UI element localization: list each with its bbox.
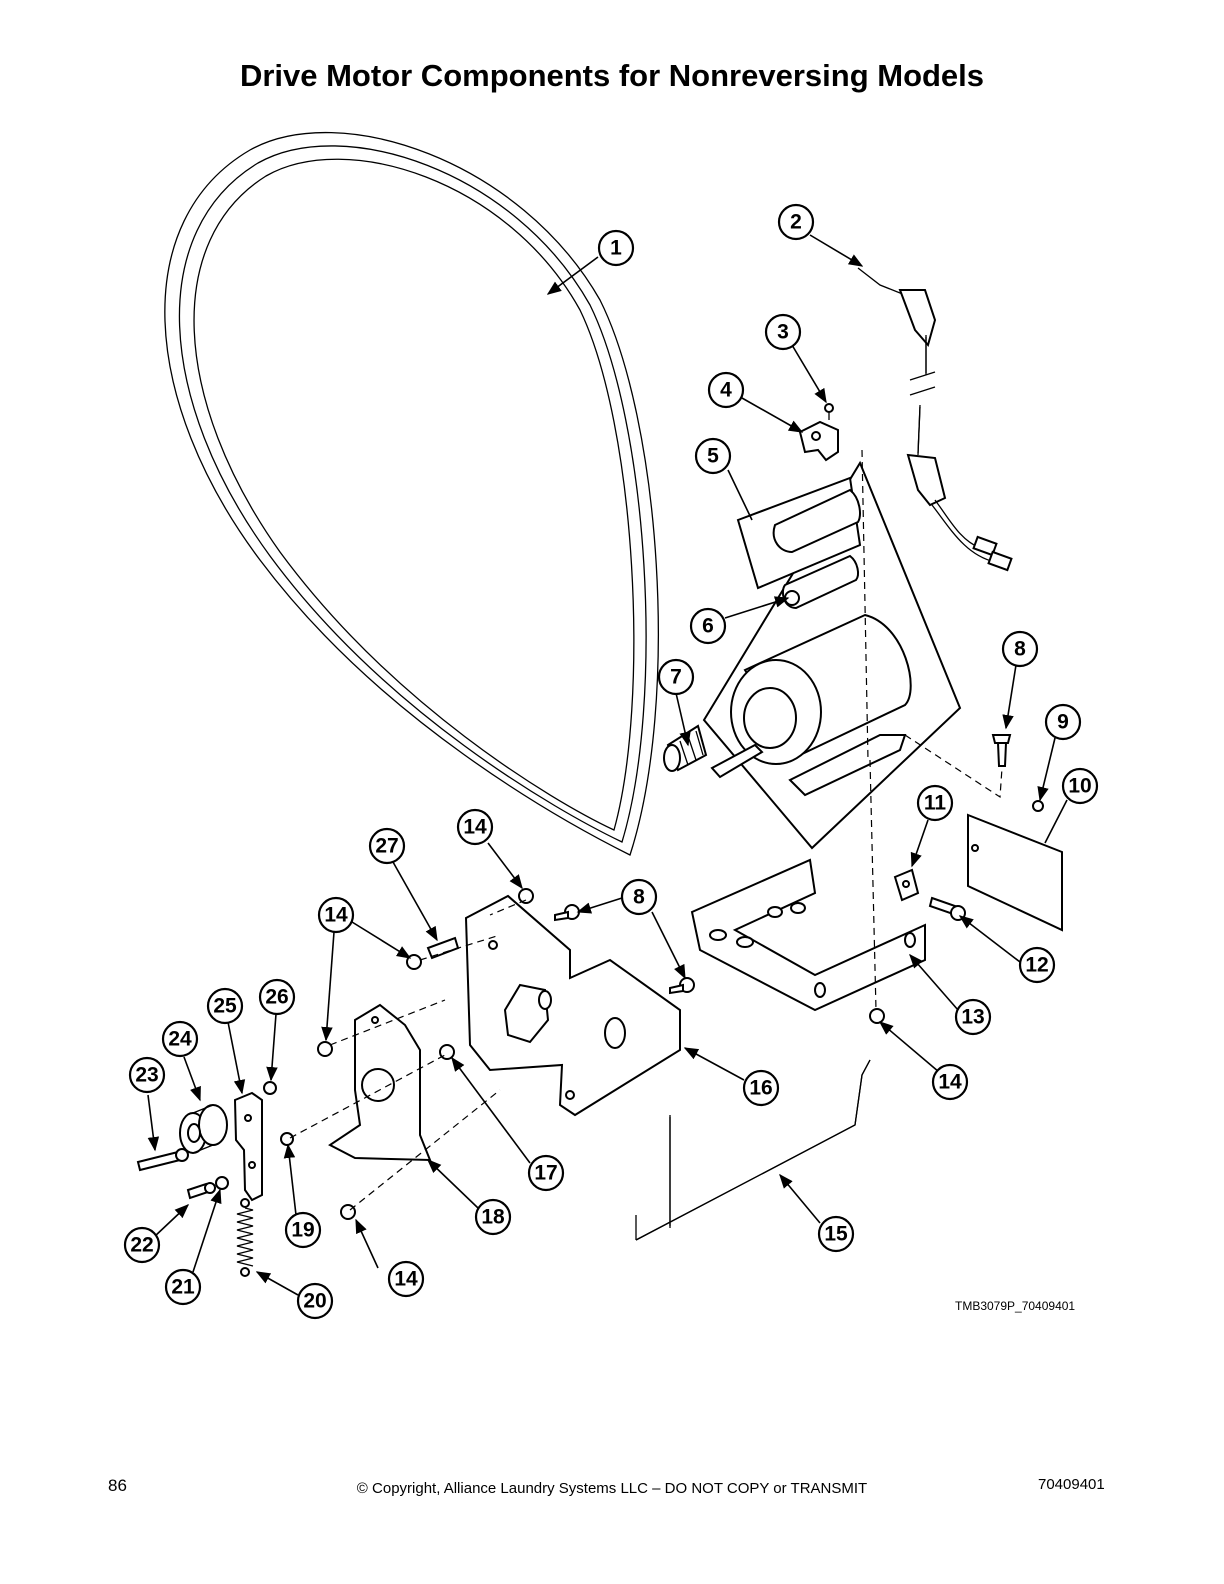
callout-11: 11	[916, 784, 954, 822]
callout-12: 12	[1018, 946, 1056, 984]
washer-21	[215, 1176, 229, 1190]
svg-text:26: 26	[265, 986, 288, 1009]
leader-lines	[147, 234, 1068, 1296]
callout-9: 9	[1044, 703, 1082, 741]
callout-6: 6	[689, 607, 727, 645]
svg-text:14: 14	[938, 1071, 962, 1094]
cover-plate	[967, 813, 1063, 932]
bolt-22	[186, 1182, 216, 1200]
svg-text:5: 5	[707, 445, 719, 468]
svg-text:7: 7	[670, 666, 682, 689]
callout-18: 18	[474, 1198, 512, 1236]
bolt-8-a	[554, 904, 580, 922]
stud-27	[426, 936, 460, 960]
svg-text:25: 25	[213, 995, 237, 1018]
hex-nut-14-a	[518, 888, 534, 904]
callout-20: 20	[296, 1282, 334, 1320]
figure-code: TMB3079P_70409401	[955, 1299, 1076, 1313]
svg-text:14: 14	[394, 1268, 418, 1291]
callout-14-top: 14	[456, 808, 494, 846]
screw-9	[1032, 800, 1044, 812]
motor-mount-bracket	[464, 894, 681, 1117]
bolt-8-b	[669, 977, 695, 995]
svg-text:24: 24	[168, 1028, 192, 1051]
svg-text:9: 9	[1057, 711, 1069, 734]
callout-14-bottom: 14	[387, 1260, 425, 1298]
hex-nut-14-e	[869, 1008, 885, 1024]
callout-22: 22	[123, 1226, 161, 1264]
guard-rod	[635, 1059, 871, 1241]
motor-assembly	[702, 460, 962, 850]
svg-text:20: 20	[303, 1290, 326, 1313]
svg-text:10: 10	[1068, 775, 1091, 798]
svg-text:4: 4	[720, 379, 732, 402]
tension-spring	[236, 1198, 254, 1277]
document-number: 70409401	[1038, 1476, 1105, 1493]
svg-text:14: 14	[463, 816, 487, 839]
callout-13: 13	[954, 998, 992, 1036]
shoulder-bolt	[136, 1148, 189, 1172]
nut-26	[263, 1081, 277, 1095]
callout-27: 27	[368, 827, 406, 865]
svg-text:8: 8	[1014, 638, 1026, 661]
callout-21: 21	[164, 1268, 202, 1306]
callout-24: 24	[161, 1020, 199, 1058]
hex-nut-14-c	[317, 1041, 333, 1057]
callout-16: 16	[742, 1069, 780, 1107]
idler-pulley	[179, 1104, 228, 1154]
svg-text:16: 16	[749, 1077, 772, 1100]
svg-text:19: 19	[291, 1219, 314, 1242]
svg-text:17: 17	[534, 1162, 557, 1185]
carriage-bolt-8-right	[991, 734, 1012, 767]
callout-5: 5	[694, 437, 732, 475]
callout-19: 19	[284, 1211, 322, 1249]
callout-23: 23	[128, 1056, 166, 1094]
motor-mount-base	[690, 858, 926, 1012]
svg-text:1: 1	[610, 237, 622, 260]
copyright-notice: © Copyright, Alliance Laundry Systems LL…	[356, 1480, 868, 1497]
svg-text:14: 14	[324, 904, 348, 927]
svg-text:18: 18	[481, 1206, 505, 1229]
svg-text:22: 22	[130, 1234, 153, 1257]
callout-17: 17	[527, 1154, 565, 1192]
idler-arm	[233, 1091, 263, 1202]
drive-belt	[164, 131, 659, 856]
washer-19	[280, 1132, 294, 1146]
callout-8-right: 8	[1001, 630, 1039, 668]
callout-4: 4	[707, 371, 745, 409]
clip-nut	[893, 868, 920, 902]
callout-2: 2	[777, 203, 815, 241]
screw-3	[824, 403, 834, 420]
callout-8-bracket: 8	[620, 878, 658, 916]
idler-bracket	[328, 1003, 432, 1162]
callout-1: 1	[597, 229, 635, 267]
callout-26: 26	[258, 978, 296, 1016]
svg-text:12: 12	[1025, 954, 1048, 977]
svg-text:6: 6	[702, 615, 714, 638]
svg-text:13: 13	[961, 1006, 984, 1029]
page-number: 86	[108, 1476, 127, 1495]
callout-14-right: 14	[931, 1063, 969, 1101]
svg-text:3: 3	[777, 321, 789, 344]
callout-7: 7	[657, 658, 695, 696]
svg-text:11: 11	[924, 792, 947, 815]
callout-14-left: 14	[317, 896, 355, 934]
svg-text:15: 15	[824, 1223, 848, 1246]
page-title: Drive Motor Components for Nonreversing …	[239, 58, 985, 93]
capacitor-bracket	[798, 420, 839, 462]
callout-15: 15	[817, 1215, 855, 1253]
svg-text:8: 8	[633, 886, 645, 909]
callout-25: 25	[206, 987, 244, 1025]
callout-3: 3	[764, 313, 802, 351]
svg-text:21: 21	[171, 1276, 195, 1299]
callout-10: 10	[1061, 767, 1099, 805]
svg-text:2: 2	[790, 211, 802, 234]
svg-text:23: 23	[135, 1064, 158, 1087]
wire-harness	[857, 267, 1013, 572]
svg-text:27: 27	[375, 835, 398, 858]
